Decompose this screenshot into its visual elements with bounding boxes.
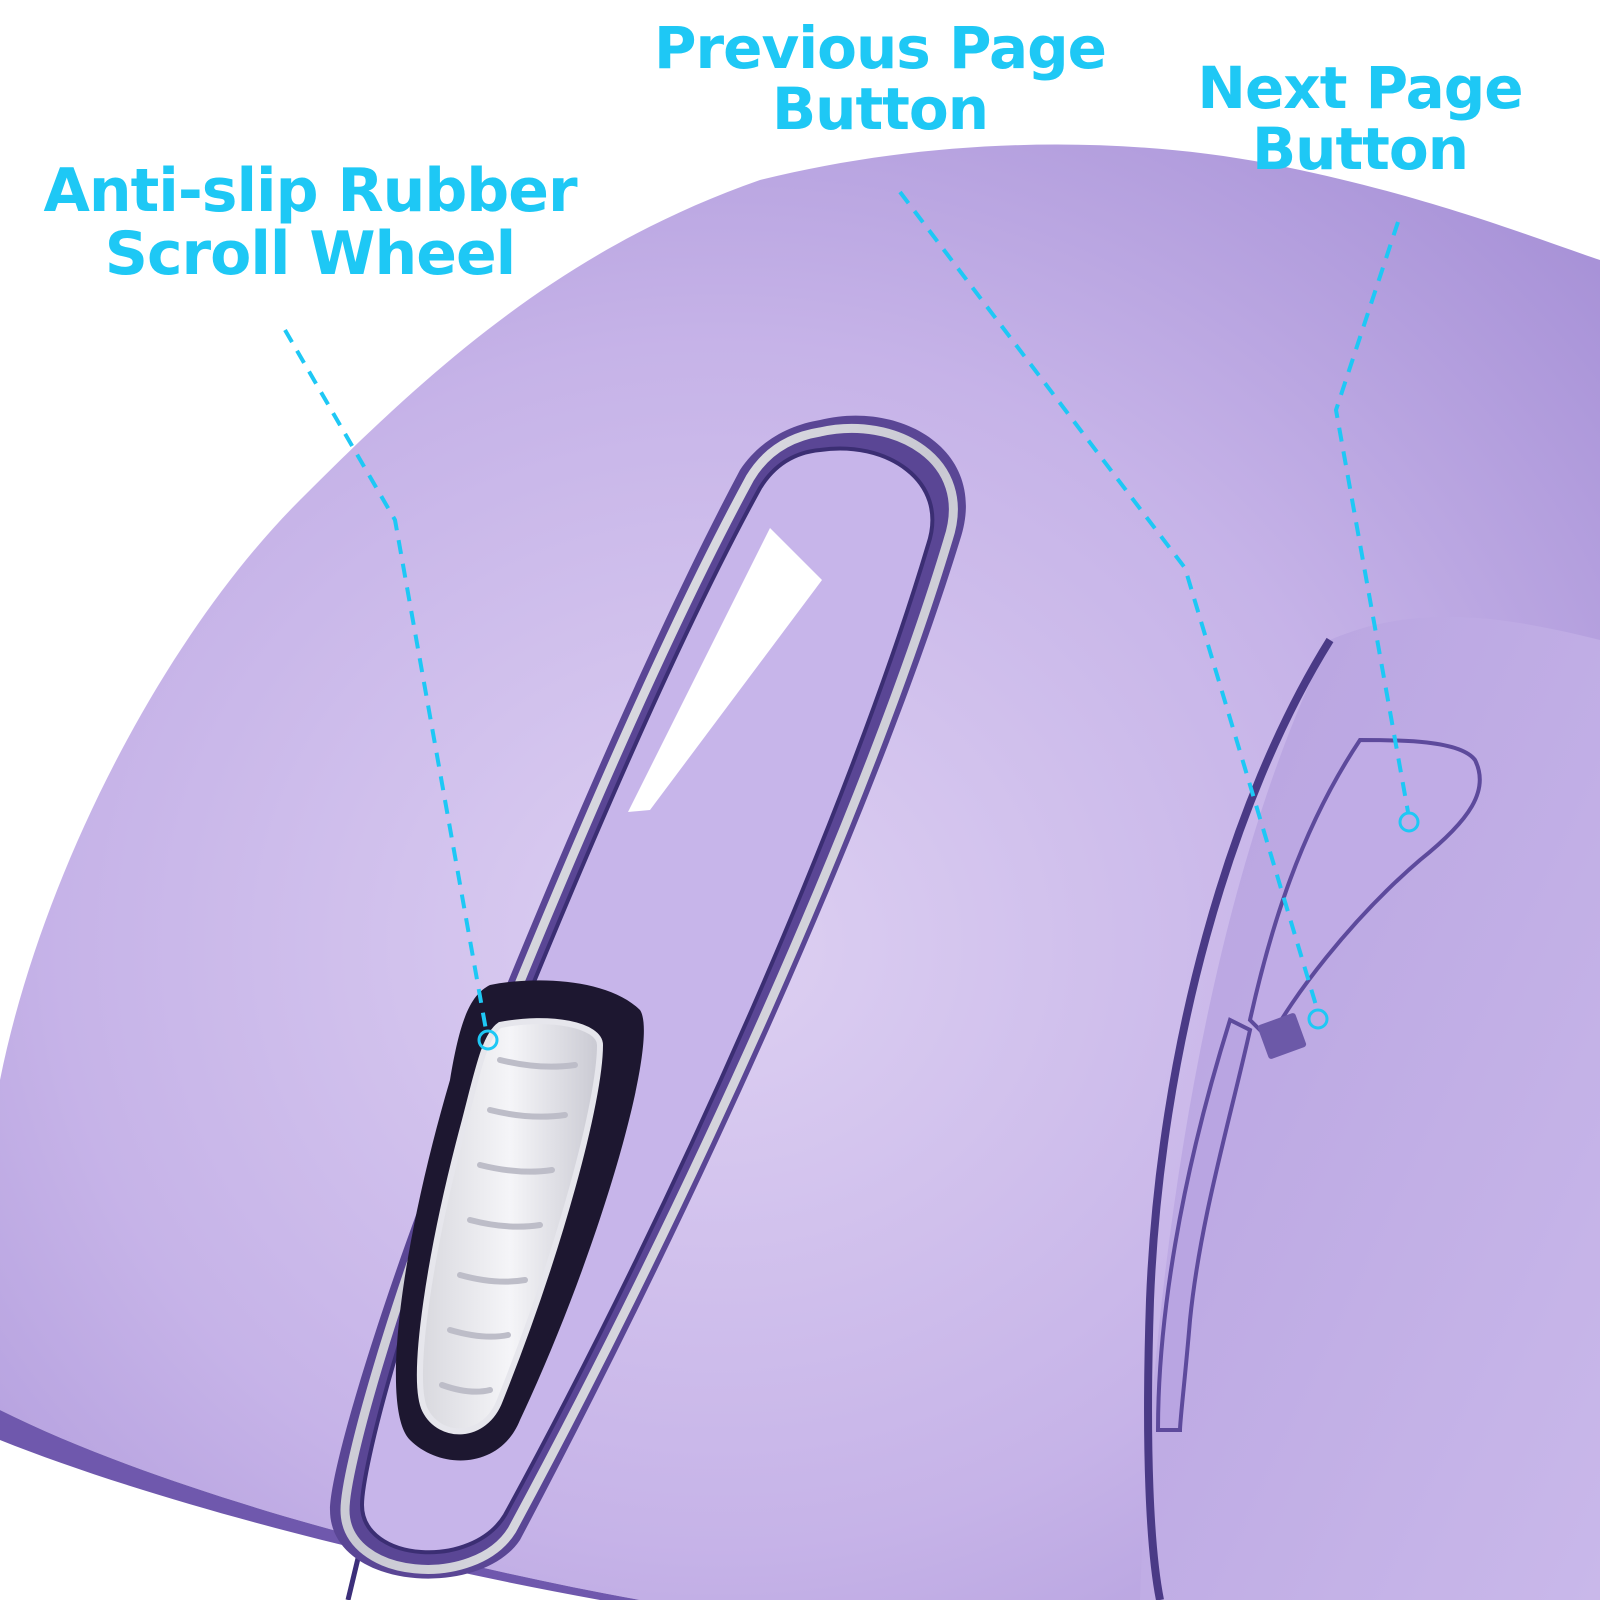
callout-scroll-wheel-line1: Anti-slip Rubber — [43, 156, 577, 226]
scroll-wheel-ribs — [439, 1057, 578, 1395]
side-groove — [1144, 637, 1334, 1600]
callout-markers — [477, 811, 1420, 1051]
previous-page-side-button[interactable] — [1155, 1017, 1253, 1432]
leader-next-page — [1333, 221, 1410, 813]
callout-previous-page-line2: Button — [771, 74, 989, 143]
dpi-button[interactable] — [1257, 1012, 1307, 1060]
leader-scroll-wheel — [283, 328, 488, 1031]
marker-previous-page-icon — [1307, 1008, 1329, 1030]
callout-scroll-wheel-line2: Scroll Wheel — [104, 219, 516, 289]
callout-previous-page: Previous Page Button — [620, 18, 1140, 140]
marker-next-page-icon — [1398, 811, 1420, 833]
callout-previous-page-line1: Previous Page — [654, 14, 1107, 82]
callout-next-page-line1: Next Page — [1197, 54, 1523, 122]
callout-scroll-wheel: Anti-slip Rubber Scroll Wheel — [30, 160, 590, 286]
callout-next-page-line2: Button — [1251, 114, 1469, 183]
leader-previous-page — [898, 190, 1320, 1013]
callout-leaders — [283, 190, 1410, 1031]
side-grip — [1140, 616, 1600, 1600]
chrome-trim-outer — [340, 423, 958, 1574]
light-reflection — [628, 528, 822, 812]
marker-scroll-wheel-icon — [477, 1029, 499, 1051]
callout-next-page: Next Page Button — [1170, 58, 1550, 180]
